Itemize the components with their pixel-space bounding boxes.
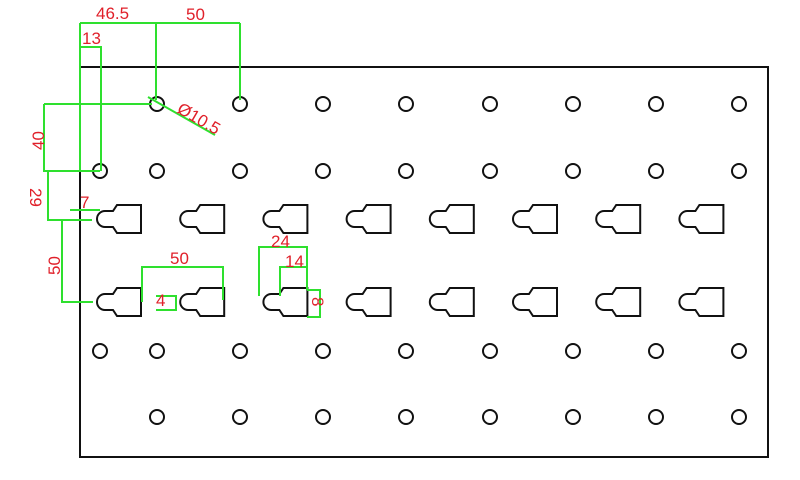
dim-slot-length: 24 (271, 232, 290, 251)
hole (482, 343, 498, 359)
keyhole-slot (262, 204, 309, 234)
hole (232, 163, 248, 179)
hole (149, 163, 165, 179)
keyhole-slot (512, 204, 558, 234)
keyhole-slot (96, 287, 142, 317)
hole (731, 96, 747, 112)
hole (315, 343, 331, 359)
hole (149, 409, 165, 425)
hole (482, 163, 498, 179)
dim-slot-radius: 4 (156, 291, 165, 310)
keyhole-slot (345, 204, 392, 234)
slots-group (96, 204, 725, 317)
keyhole-slot (678, 204, 725, 234)
hole (648, 343, 664, 359)
dim-hole-diameter: Ø10.5 (174, 99, 224, 139)
hole (482, 409, 498, 425)
hole (232, 409, 248, 425)
hole (731, 343, 747, 359)
keyhole-slot (512, 287, 558, 317)
hole (232, 343, 248, 359)
hole (565, 409, 581, 425)
dim-top-offset: 46.5 (96, 4, 129, 23)
keyhole-slot (595, 204, 642, 234)
hole (565, 163, 581, 179)
hole (315, 96, 331, 112)
keyhole-slot (428, 287, 475, 317)
hole (92, 343, 108, 359)
hole (731, 409, 747, 425)
keyhole-slot (678, 287, 725, 317)
holes-group (92, 96, 747, 425)
keyhole-slot (345, 287, 392, 317)
dim-slot-offset-h: 7 (80, 193, 89, 212)
keyhole-slot (595, 287, 642, 317)
dim-slot-row-spacing: 50 (45, 256, 64, 275)
dim-slot-width: 8 (308, 297, 327, 306)
hole (565, 343, 581, 359)
keyhole-slot (262, 287, 309, 317)
dim-top-pitch: 50 (186, 5, 205, 24)
dim-slot-head: 14 (285, 252, 304, 271)
hole (648, 409, 664, 425)
hole (565, 96, 581, 112)
dim-slot-offset-v: 29 (26, 188, 45, 207)
hole (731, 163, 747, 179)
hole (648, 96, 664, 112)
keyhole-slot (179, 204, 226, 234)
keyhole-slot (428, 204, 475, 234)
keyhole-slot (96, 204, 142, 234)
hole (315, 163, 331, 179)
plate-outline (79, 66, 769, 458)
hole (315, 409, 331, 425)
dimension-labels: 46.5 50 13 Ø10.5 40 29 7 50 50 24 14 8 4 (26, 4, 327, 310)
hole (149, 343, 165, 359)
dim-row-spacing: 40 (29, 131, 48, 150)
hole (398, 409, 414, 425)
hole (648, 163, 664, 179)
hole (398, 163, 414, 179)
dim-left-offset: 13 (82, 29, 101, 48)
hole (398, 96, 414, 112)
hole (398, 343, 414, 359)
dim-slot-pitch: 50 (170, 249, 189, 268)
dimension-lines (43, 22, 321, 318)
keyhole-slot (179, 287, 226, 317)
hole (482, 96, 498, 112)
